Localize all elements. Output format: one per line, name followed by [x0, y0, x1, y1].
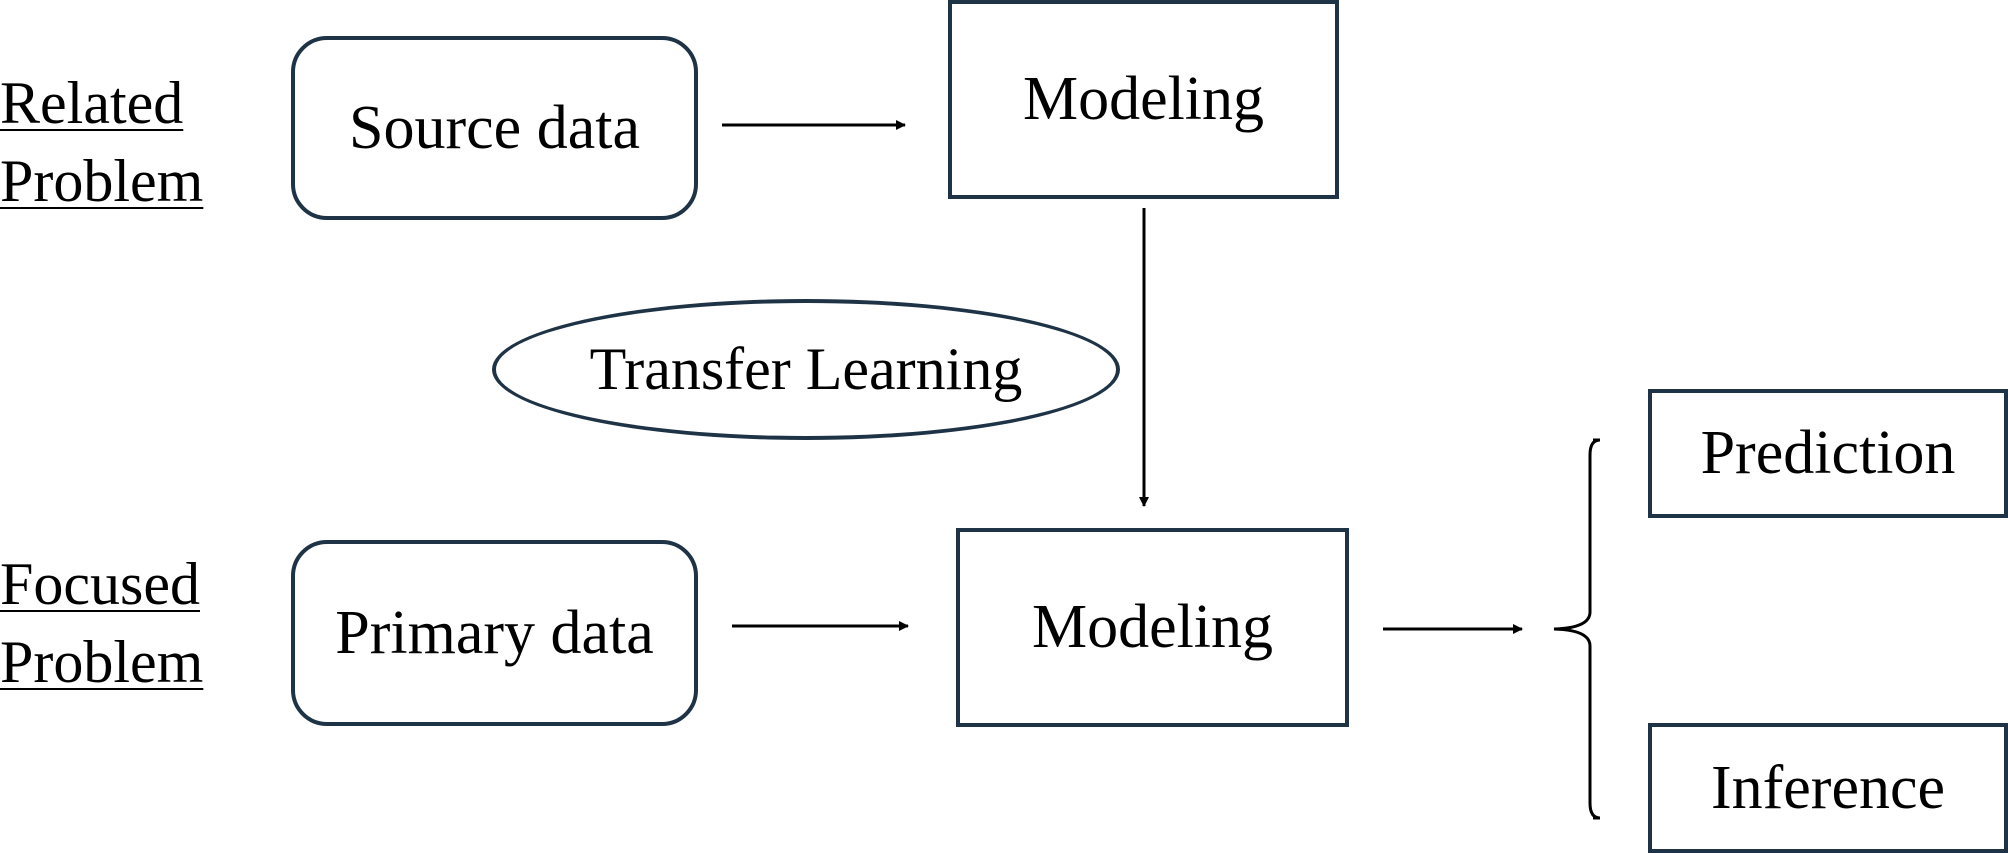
inference-node: Inference	[1648, 723, 2008, 853]
related-problem-label: Related Problem	[0, 64, 203, 220]
brace	[1553, 438, 1601, 820]
source-data-node: Source data	[291, 36, 698, 220]
focused-label-line2: Problem	[0, 629, 204, 695]
transfer-learning-node: Transfer Learning	[492, 299, 1120, 440]
related-label-line2: Problem	[0, 148, 204, 214]
focused-label-line1: Focused	[0, 551, 200, 617]
prediction-node: Prediction	[1648, 389, 2008, 518]
focused-problem-label: Focused Problem	[0, 545, 203, 701]
primary-data-node: Primary data	[291, 540, 698, 726]
related-label-line1: Related	[0, 70, 184, 136]
modeling-node-top: Modeling	[948, 0, 1339, 199]
modeling-node-bottom: Modeling	[956, 528, 1349, 727]
